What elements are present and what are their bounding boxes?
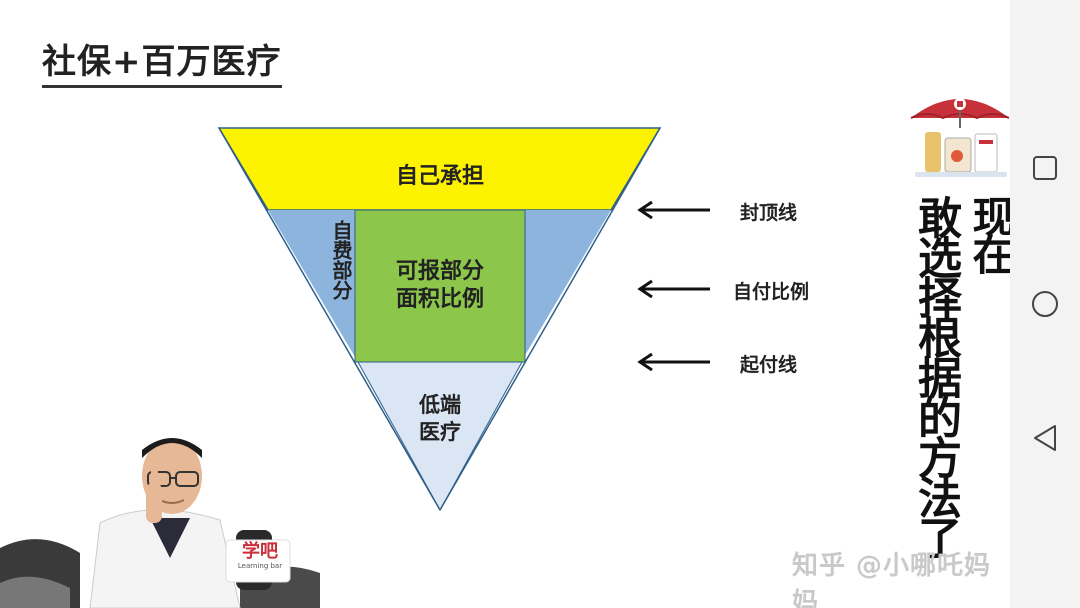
pyramid-right-blue bbox=[521, 210, 611, 362]
back-icon bbox=[1034, 425, 1056, 451]
home-icon bbox=[1032, 291, 1058, 317]
pyramid-left-blue bbox=[268, 210, 360, 362]
pyramid-center bbox=[354, 209, 526, 363]
arrow-label-cap: 封顶线 bbox=[740, 202, 798, 224]
umbrella-medicine-illustration bbox=[910, 98, 1010, 177]
label-self-pay-top: 自己承担 bbox=[395, 164, 484, 189]
recent-apps-button[interactable] bbox=[1020, 143, 1070, 193]
side-text-now: 现在 bbox=[966, 195, 1010, 271]
pyramid-outline-right bbox=[439, 127, 661, 511]
insurance-pyramid-diagram bbox=[217, 127, 710, 512]
side-text-method: 敢选择根据的方法了 bbox=[910, 195, 961, 555]
arrow-cap-line bbox=[637, 200, 710, 220]
label-reimbursable-line1: 可报部分 bbox=[395, 259, 484, 284]
slide-title: 社保+百万医疗 bbox=[42, 34, 282, 88]
recent-apps-icon bbox=[1033, 156, 1057, 180]
label-reimbursable: 可报部分 面积比例 bbox=[370, 258, 510, 314]
label-low-end-line1: 低端 bbox=[419, 393, 461, 417]
arrow-copay-ratio bbox=[637, 279, 710, 299]
slide: 社保+百万医疗 自己承担 自费部分 可报部分 面积比例 bbox=[0, 34, 1010, 608]
pyramid-outline-left bbox=[218, 127, 441, 511]
mic-logo-text: 学吧 bbox=[242, 541, 278, 562]
label-low-end-line2: 医疗 bbox=[419, 420, 461, 444]
label-self-expense: 自费部分 bbox=[329, 220, 353, 300]
android-navigation-bar bbox=[1010, 0, 1080, 608]
presenter-mic-logo: 学吧 Learning bar bbox=[228, 542, 292, 571]
label-low-end-medical: 低端 医疗 bbox=[400, 392, 480, 446]
arrow-label-copay: 自付比例 bbox=[733, 281, 810, 303]
label-reimbursable-line2: 面积比例 bbox=[395, 287, 484, 312]
arrow-deductible bbox=[637, 352, 710, 372]
home-button[interactable] bbox=[1020, 279, 1070, 329]
pyramid-bottom bbox=[357, 361, 523, 512]
presenter-video bbox=[0, 438, 320, 608]
back-button[interactable] bbox=[1020, 413, 1070, 463]
mic-logo-sub: Learning bar bbox=[237, 562, 283, 570]
zhihu-watermark: 知乎 @小哪吒妈妈 bbox=[792, 551, 992, 608]
arrow-label-deductible: 起付线 bbox=[740, 354, 798, 376]
